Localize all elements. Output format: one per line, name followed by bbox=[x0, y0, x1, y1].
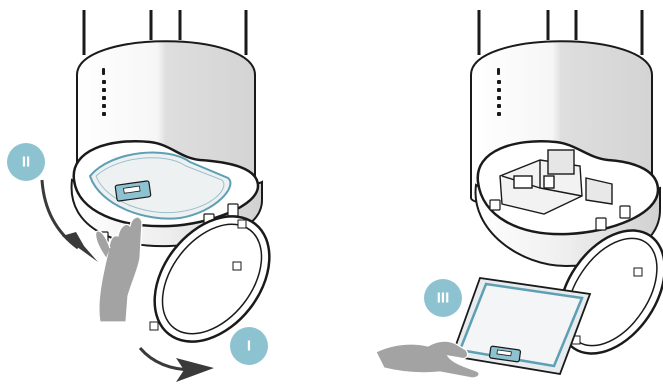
opened-cover-ring-right bbox=[558, 229, 663, 355]
motor-housing bbox=[499, 149, 613, 215]
control-buttons-right bbox=[497, 68, 501, 116]
step-label-iii: III bbox=[437, 290, 450, 307]
opened-cover-ring bbox=[153, 215, 271, 343]
left-hood-scene: II I bbox=[7, 10, 271, 382]
suspension-cables-right bbox=[477, 10, 644, 55]
suspension-cables bbox=[82, 10, 248, 55]
grease-filter-removed bbox=[450, 277, 592, 376]
step-label-i: I bbox=[247, 338, 251, 355]
step-badge-ii: II bbox=[7, 143, 45, 181]
right-hood-scene: III bbox=[375, 10, 663, 379]
rim-clips-right bbox=[489, 199, 631, 231]
step-badge-i: I bbox=[230, 327, 268, 365]
rotation-arrow-ii bbox=[40, 179, 79, 250]
control-buttons bbox=[102, 68, 106, 116]
step-badge-iii: III bbox=[424, 279, 462, 317]
hand-left bbox=[98, 216, 143, 323]
step-label-ii: II bbox=[22, 154, 30, 171]
hand-right bbox=[375, 340, 480, 379]
